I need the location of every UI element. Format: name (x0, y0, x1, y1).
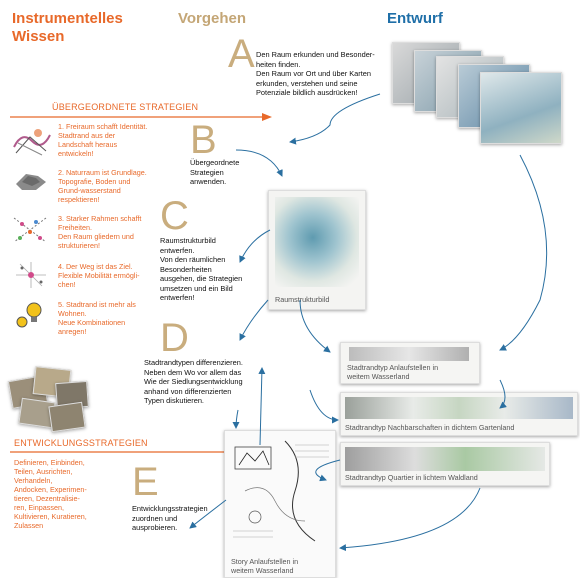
strategy-5-label: 5. Stadtrand ist mehr als Wohnen. Neue K… (58, 300, 136, 336)
stadtrandtyp-3-label: Stadtrandtyp Quartier in lichtem Waldlan… (345, 473, 478, 482)
sketch-landscape-icon (12, 123, 52, 159)
step-c-letter: C (160, 194, 189, 238)
strategy-3-label: 3. Starker Rahmen schafft Freiheiten. De… (58, 214, 142, 250)
terrain-model-icon (14, 168, 48, 194)
story-sketch (233, 440, 329, 542)
raumstruktur-label: Raumstrukturbild (275, 295, 330, 304)
step-e-text: Entwicklungsstrategien zuordnen und ausp… (132, 504, 208, 532)
section-label-superordinate: ÜBERGEORDNETE STRATEGIEN (52, 102, 199, 112)
step-e-letter: E (132, 460, 159, 504)
strategy-4-label: 4. Der Weg ist das Ziel. Flexible Mobili… (58, 262, 140, 289)
section-label-development: ENTWICKLUNGSSTRATEGIEN (14, 438, 148, 448)
column-title-design: Entwurf (387, 10, 443, 27)
development-strategies-list: Definieren, Einbinden, Teilen, Ausrichte… (14, 458, 87, 530)
grid-structure-icon (12, 214, 48, 246)
stadtrandtyp-2-image (345, 397, 573, 419)
raumstruktur-image (275, 197, 359, 287)
story-label: Story Anlaufstellen in weitem Wasserland (231, 557, 299, 575)
step-b-text: Übergeordnete Strategien anwenden. (190, 158, 240, 186)
step-a-letter: A (228, 32, 255, 76)
strategy-1-label: 1. Freiraum schafft Identität. Stadtrand… (58, 122, 148, 158)
column-title-instrumental: Instrumentelles Wissen (12, 10, 123, 45)
step-d-letter: D (160, 316, 189, 360)
stadtrandtyp-1-label: Stadtrandtyp Anlaufstellen in weitem Was… (347, 363, 439, 381)
stadtrandtyp-3-image (345, 447, 545, 471)
raumstruktur-card[interactable]: Raumstrukturbild (268, 190, 366, 310)
stadtrandtyp-3-card[interactable]: Stadtrandtyp Quartier in lichtem Waldlan… (340, 442, 550, 486)
mobility-network-icon (14, 260, 48, 290)
column-title-procedure: Vorgehen (178, 10, 247, 27)
step-a-text: Den Raum erkunden und Besonder- heiten f… (256, 50, 375, 97)
stadtrandtyp-1-card[interactable]: Stadtrandtyp Anlaufstellen in weitem Was… (340, 342, 480, 384)
story-card[interactable]: Story Anlaufstellen in weitem Wasserland (224, 430, 336, 578)
stadtrandtyp-2-card[interactable]: Stadtrandtyp Nachbarschaften in dichtem … (340, 392, 578, 436)
superordinate-arrow (10, 113, 272, 121)
step-d-text: Stadtrandtypen differenzieren. Neben dem… (144, 358, 243, 405)
step-b-letter: B (190, 118, 217, 162)
step-c-text: Raumstrukturbild entwerfen. Von den räum… (160, 236, 243, 302)
combination-bulb-icon (14, 300, 46, 330)
map-stack (384, 42, 564, 172)
strategy-2-label: 2. Naturraum ist Grundlage. Topografie, … (58, 168, 147, 204)
stadtrandtyp-1-image (349, 347, 469, 361)
stadtrandtyp-2-label: Stadtrandtyp Nachbarschaften in dichtem … (345, 423, 515, 432)
